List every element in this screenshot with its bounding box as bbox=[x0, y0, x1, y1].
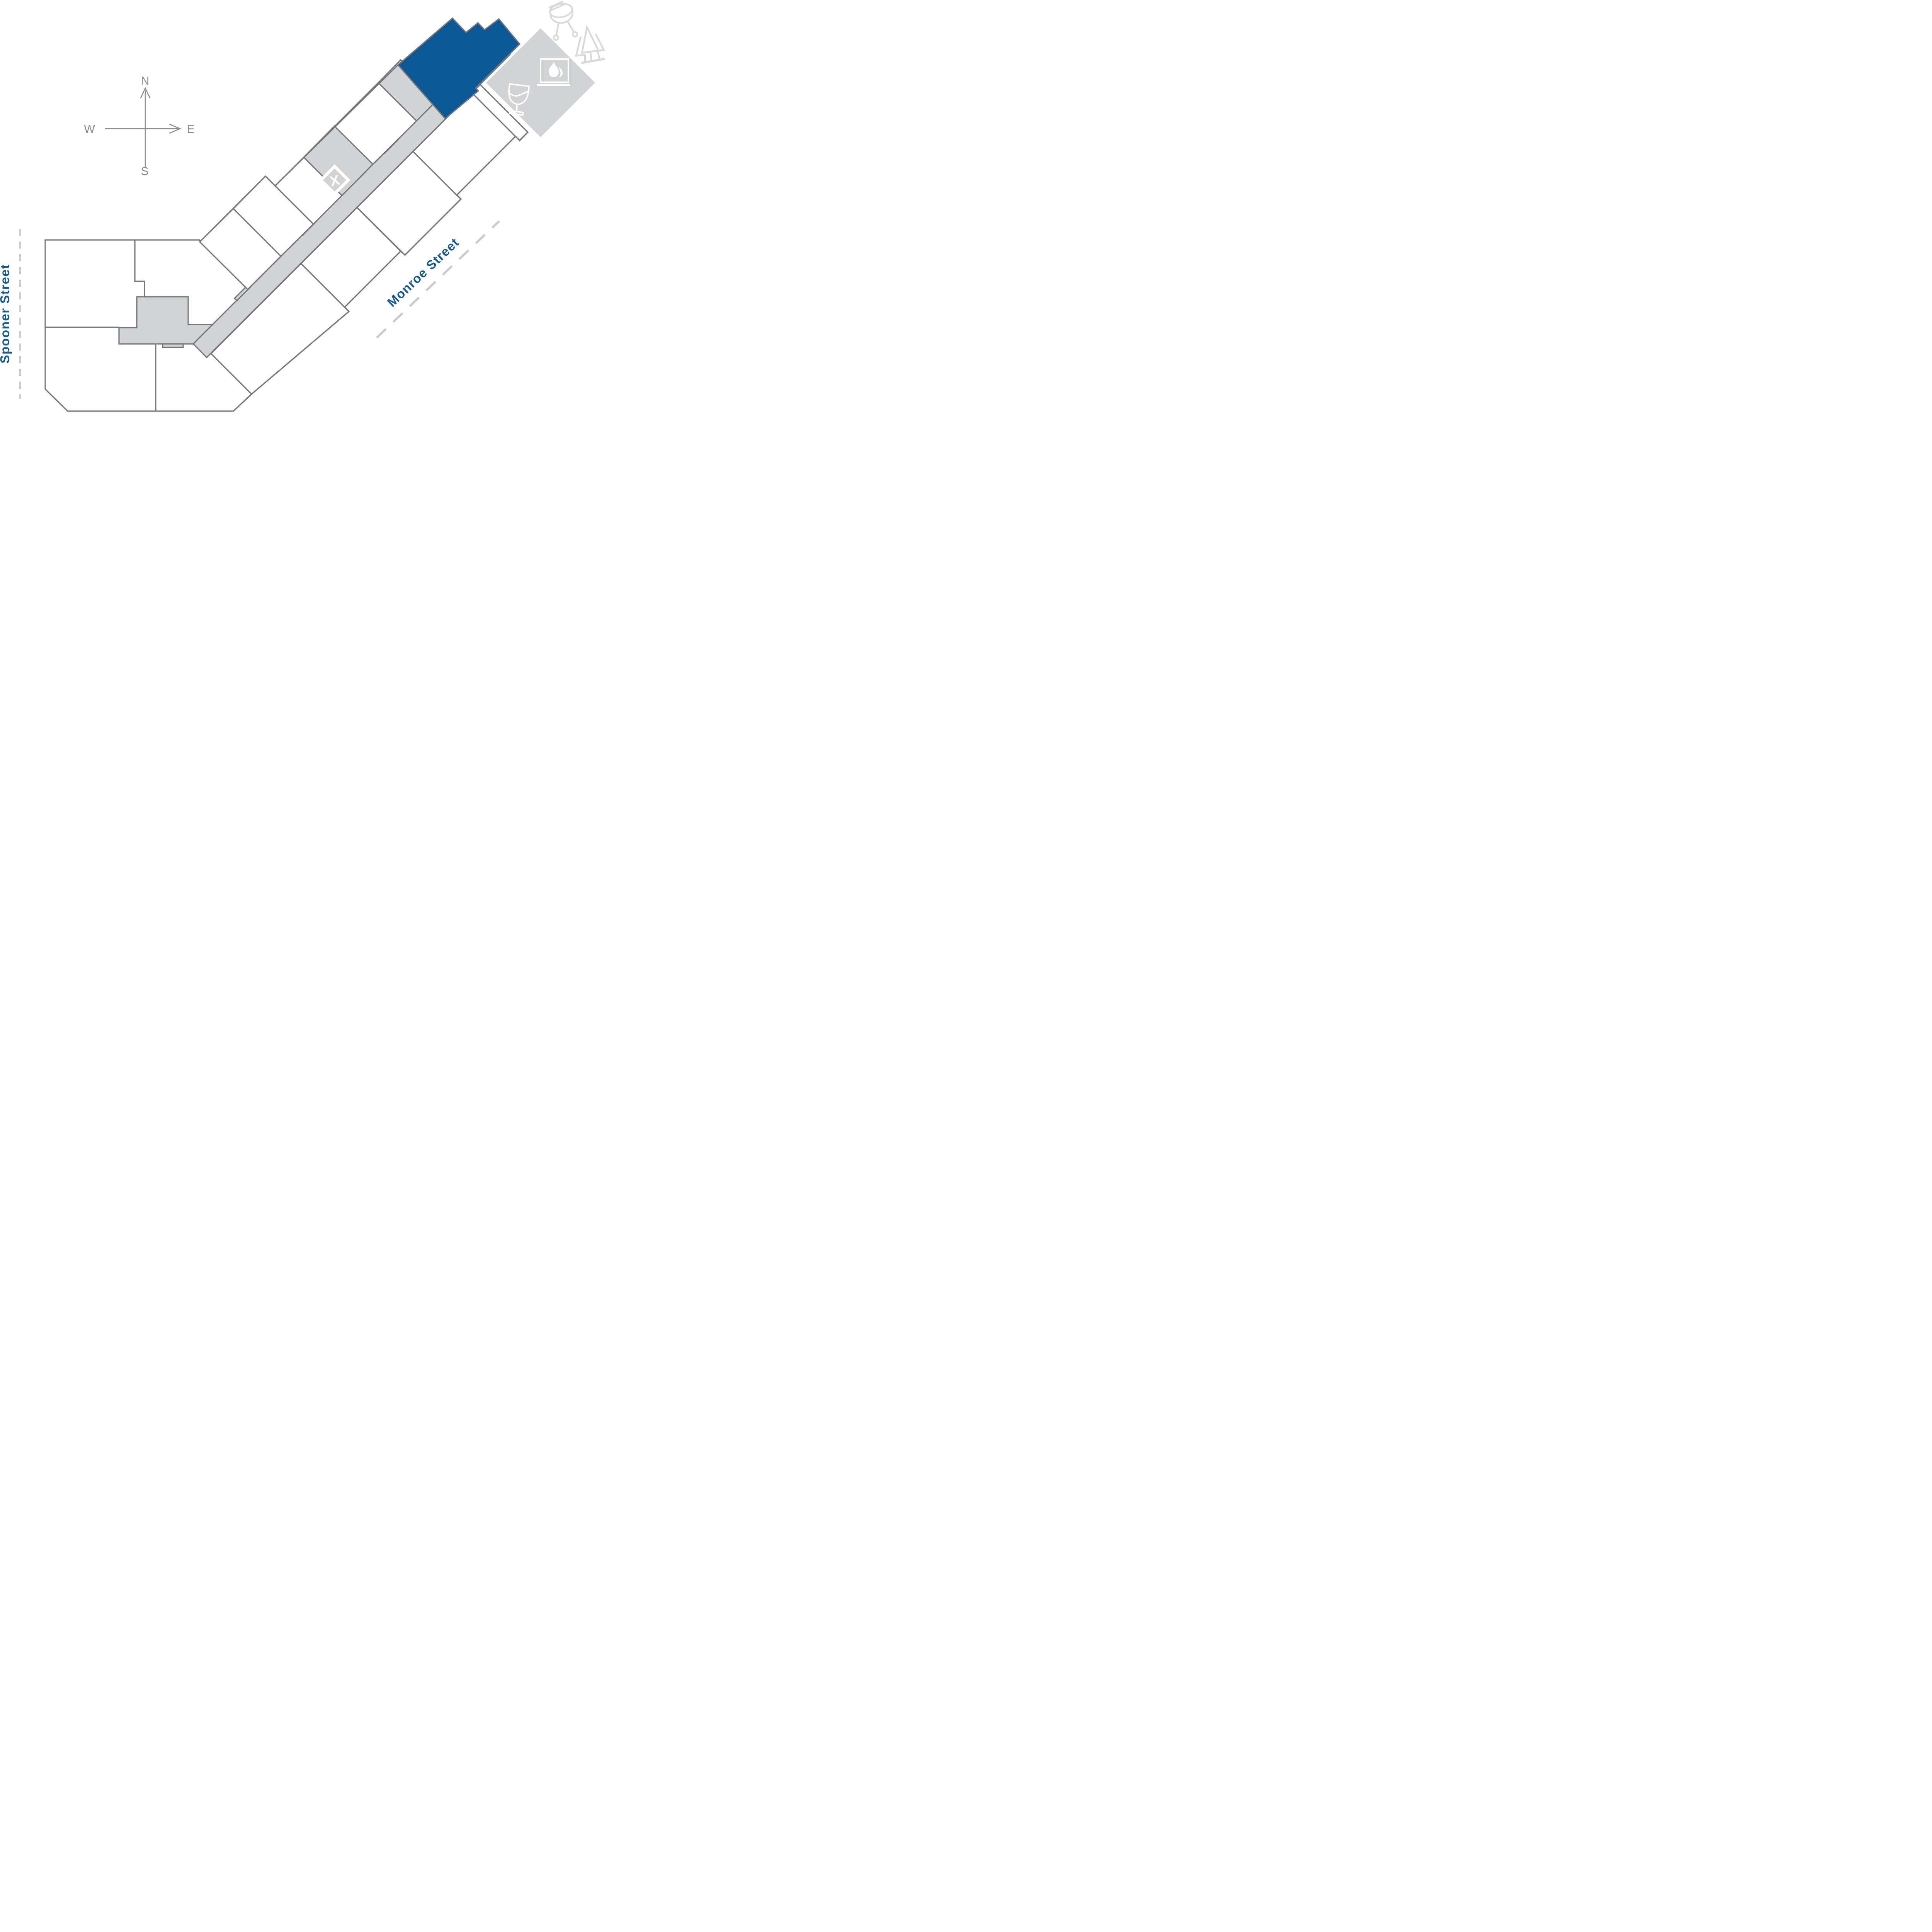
compass-west-label: W bbox=[84, 123, 95, 136]
highlighted-unit[interactable] bbox=[397, 17, 521, 120]
grill-wheel-left bbox=[553, 34, 559, 41]
tree-ground bbox=[581, 58, 605, 64]
grill-lid bbox=[549, 3, 573, 18]
tree-trunk bbox=[589, 51, 593, 62]
units-southeast-row bbox=[210, 83, 529, 395]
trees-icon bbox=[575, 24, 605, 64]
wine-glass-stem bbox=[516, 104, 518, 112]
tree-left bbox=[575, 36, 586, 57]
fireplace-icon bbox=[537, 58, 570, 86]
tree-center bbox=[581, 24, 600, 54]
unit-large-upper bbox=[333, 82, 418, 165]
building-footprint bbox=[44, 39, 529, 412]
fireplace-hearth bbox=[537, 84, 570, 86]
grill-leg-right bbox=[566, 20, 575, 33]
grill-wheel-right bbox=[572, 31, 578, 38]
tree-trunk bbox=[597, 50, 600, 60]
compass-north-label: N bbox=[141, 75, 150, 87]
wine-glass-icon bbox=[508, 83, 530, 116]
grill-tong-1 bbox=[548, 1, 564, 9]
grill-bowl bbox=[549, 10, 574, 24]
spooner-street-label: Spooner Street bbox=[0, 264, 12, 364]
division-line bbox=[134, 240, 145, 298]
corridor-bump bbox=[162, 343, 184, 348]
compass-south-label: S bbox=[141, 165, 149, 178]
boundary-northwest bbox=[199, 64, 399, 243]
east-arrow-icon bbox=[169, 123, 182, 134]
grill-tong-2 bbox=[550, 3, 565, 11]
grill-icon bbox=[548, 1, 578, 41]
x-marker: X bbox=[319, 164, 350, 196]
compass-east-label: E bbox=[187, 123, 195, 136]
unit-division-lines bbox=[45, 240, 156, 411]
fireplace-flame bbox=[549, 62, 563, 77]
wine-glass-base bbox=[509, 110, 524, 116]
wine-glass-wave bbox=[508, 90, 529, 97]
x-marker-inner-diamond bbox=[323, 168, 346, 192]
site-plan-svg: N S W E bbox=[0, 1, 605, 412]
units-northwest-row bbox=[199, 82, 418, 291]
compass-rose bbox=[105, 87, 182, 167]
north-arrow-icon bbox=[140, 87, 151, 99]
grill-leg-left bbox=[555, 22, 560, 36]
monroe-street-dashed-line bbox=[376, 220, 500, 338]
site-plan-page: N S W E bbox=[0, 0, 606, 413]
fireplace-box bbox=[540, 58, 569, 83]
boundary-southeast bbox=[233, 84, 529, 412]
tree-trunk bbox=[584, 54, 586, 62]
